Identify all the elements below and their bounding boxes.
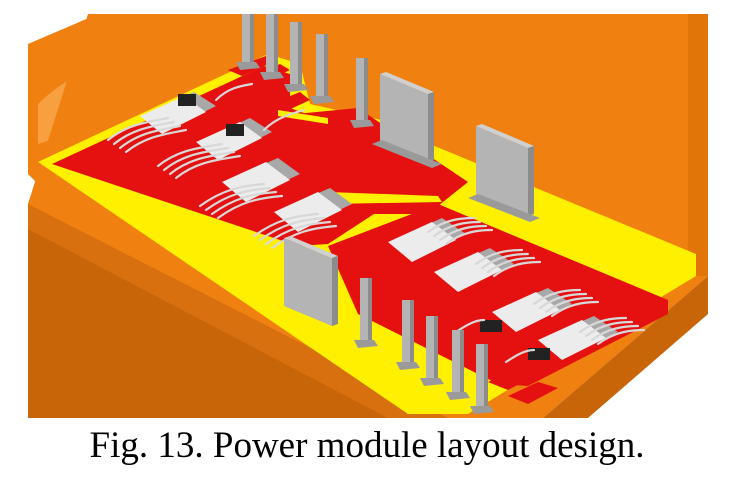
power-module-3d-render — [28, 14, 708, 418]
pin-top-4 — [310, 34, 334, 104]
die-8 — [528, 316, 618, 360]
die-7 — [480, 288, 572, 332]
pin-top-3 — [284, 22, 308, 92]
terminal-large-3 — [284, 236, 338, 326]
gate-pad-icon — [178, 94, 196, 106]
pin-top-5 — [350, 58, 374, 128]
bond-wires — [106, 82, 646, 364]
lower-die-group — [388, 218, 618, 360]
pin-top-2 — [260, 14, 284, 80]
die-6 — [434, 248, 514, 292]
terminal-large-1 — [372, 72, 442, 168]
figure-caption: Fig. 13. Power module layout design. — [89, 425, 645, 466]
power-terminals — [284, 72, 540, 326]
pin-bottom-4 — [446, 330, 470, 400]
pin-bottom-1 — [354, 278, 378, 348]
pin-bottom-2 — [396, 300, 420, 370]
pin-bottom-5 — [470, 344, 494, 414]
pin-top-1 — [236, 14, 260, 70]
gate-pad-icon — [226, 124, 244, 136]
pin-bottom-3 — [420, 316, 444, 386]
terminal-large-2 — [468, 124, 540, 222]
signal-pins — [236, 14, 494, 414]
gate-pad-icon — [480, 320, 502, 332]
